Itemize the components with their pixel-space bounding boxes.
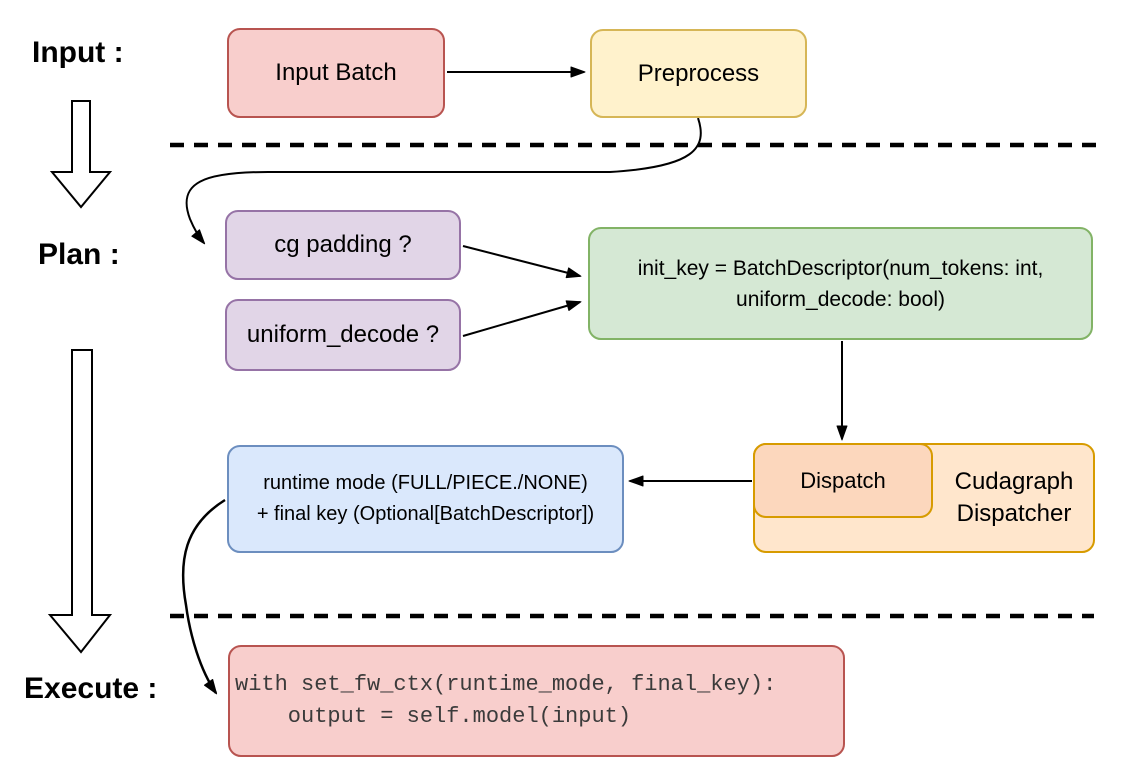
execute-code-line1: with set_fw_ctx(runtime_mode, final_key)… — [235, 672, 777, 697]
init-key-node: init_key = BatchDescriptor(num_tokens: i… — [588, 227, 1093, 340]
input-batch-node: Input Batch — [227, 28, 445, 118]
runtime-mode-label-line1: runtime mode (FULL/PIECE./NONE) — [263, 472, 588, 494]
stage-label-input: Input : — [32, 36, 124, 69]
runtime-mode-node: runtime mode (FULL/PIECE./NONE) + final … — [227, 445, 624, 553]
runtime-mode-label-line2: + final key (Optional[BatchDescriptor]) — [256, 503, 595, 525]
arrow-cg-padding-to-init-key — [462, 245, 582, 279]
preprocess-label: Preprocess — [637, 59, 760, 87]
dispatch-label: Dispatch — [800, 467, 886, 493]
uniform-decode-node: uniform_decode ? — [225, 299, 461, 371]
cudagraph-dispatcher-label: Cudagraph Dispatcher — [933, 443, 1095, 553]
plan-stage-arrow-icon — [47, 349, 113, 654]
cg-padding-node: cg padding ? — [225, 210, 461, 280]
input-stage-arrow-icon — [49, 100, 113, 209]
init-key-label-line2: uniform_decode: bool) — [736, 287, 945, 311]
stage-label-execute: Execute : — [24, 672, 158, 705]
arrow-preprocess-to-cg-padding — [185, 117, 702, 245]
cudagraph-dispatcher-label-line2: Dispatcher — [956, 500, 1072, 527]
stage-label-plan: Plan : — [38, 238, 120, 271]
dispatch-node: Dispatch — [753, 443, 933, 518]
arrow-uniform-decode-to-init-key — [462, 300, 582, 337]
execute-code-line2: output = self.model(input) — [235, 704, 632, 729]
arrow-runtime-to-execute-code — [181, 498, 226, 695]
init-key-label-line1: init_key = BatchDescriptor(num_tokens: i… — [637, 256, 1044, 280]
cudagraph-dispatcher-label-line1: Cudagraph — [954, 468, 1074, 495]
execute-code-node: with set_fw_ctx(runtime_mode, final_key)… — [228, 645, 845, 757]
input-batch-label: Input Batch — [275, 59, 397, 86]
uniform-decode-label: uniform_decode ? — [246, 321, 440, 348]
cg-padding-label: cg padding ? — [274, 231, 412, 258]
preprocess-node: Preprocess — [590, 29, 807, 118]
